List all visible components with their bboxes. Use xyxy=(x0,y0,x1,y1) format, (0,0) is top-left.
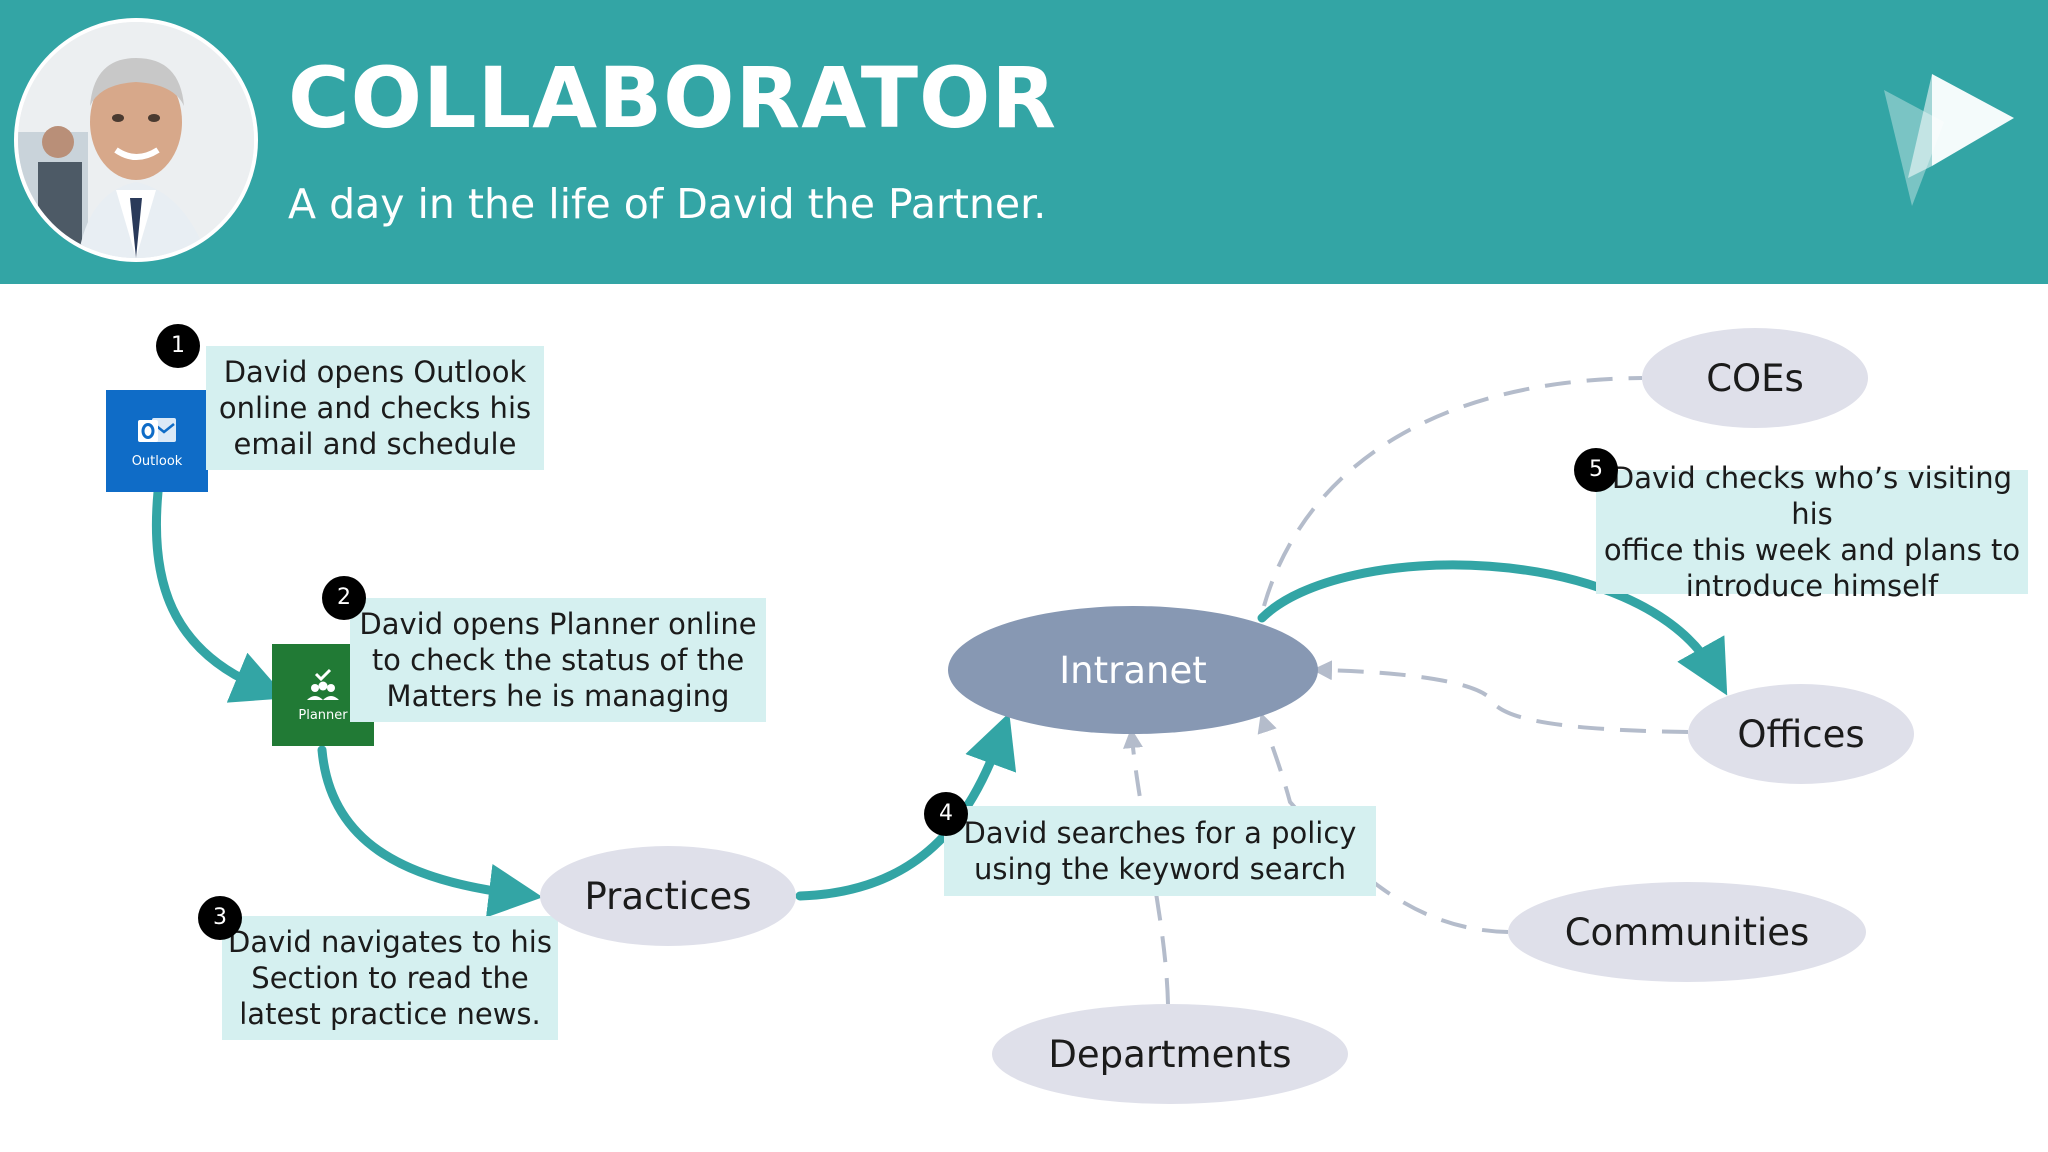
outlook-label: Outlook xyxy=(131,453,183,469)
page-title: COLLABORATOR xyxy=(288,49,1058,147)
step-2-badge: 2 xyxy=(322,576,366,620)
node-coes[interactable]: COEs xyxy=(1642,328,1868,428)
step-5-box: David checks who’s visiting his office t… xyxy=(1596,461,2028,603)
node-practices[interactable]: Practices xyxy=(540,846,796,946)
flow-arrow-practices-to-intranet xyxy=(795,712,1017,901)
step-1-badge: 1 xyxy=(156,324,200,368)
outlook-app-tile[interactable]: Outlook xyxy=(106,390,208,492)
node-communities[interactable]: Communities xyxy=(1508,882,1866,982)
step-2-box: David opens Planner online to check the … xyxy=(350,598,766,722)
flow-arrow-planner-to-practices xyxy=(317,745,543,918)
planner-icon xyxy=(307,668,339,700)
step-3-badge: 3 xyxy=(198,896,242,940)
dashed-link-offices xyxy=(1312,660,1689,734)
outlook-icon xyxy=(138,417,176,442)
step-1-box: David opens Outlook online and checks hi… xyxy=(206,346,544,470)
step-4-box: David searches for a policy using the ke… xyxy=(944,806,1376,896)
page-subtitle: A day in the life of David the Partner. xyxy=(288,180,1047,228)
planner-label: Planner xyxy=(298,707,348,723)
header-banner: COLLABORATOR A day in the life of David … xyxy=(0,0,2048,284)
flow-arrow-outlook-to-planner xyxy=(151,487,287,703)
play-logo-icon xyxy=(1872,66,2022,220)
step-4-badge: 4 xyxy=(924,792,968,836)
node-departments[interactable]: Departments xyxy=(992,1004,1348,1104)
step-5-badge: 5 xyxy=(1574,448,1618,492)
node-intranet[interactable]: Intranet xyxy=(948,606,1318,734)
node-offices[interactable]: Offices xyxy=(1688,684,1914,784)
step-3-box: David navigates to his Section to read t… xyxy=(222,916,558,1040)
flow-arrow-intranet-to-offices xyxy=(1257,560,1728,696)
dashed-link-coes xyxy=(1262,376,1643,607)
